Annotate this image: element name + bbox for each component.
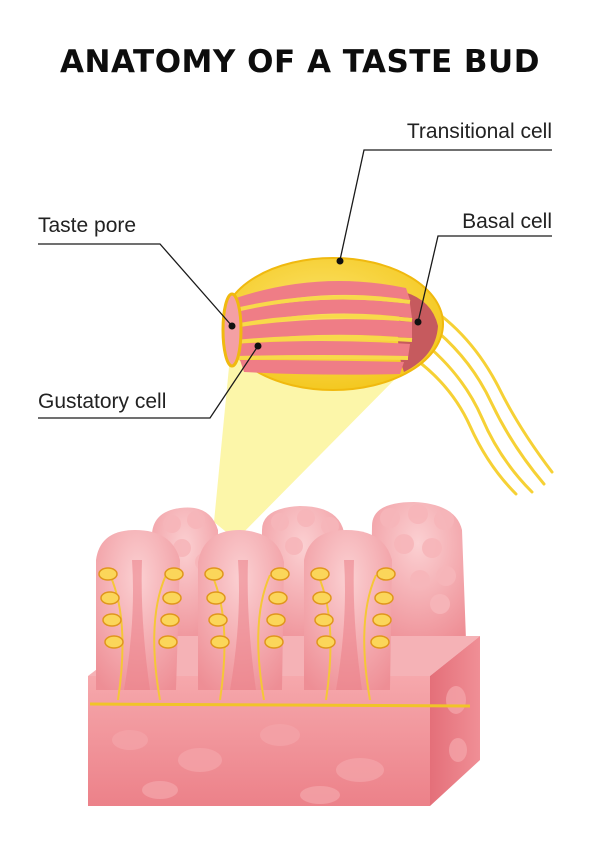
transitional-cell-marker xyxy=(336,257,344,265)
front-papillae xyxy=(96,530,396,701)
nerve-line xyxy=(89,702,471,708)
diagram-title: ANATOMY OF A TASTE BUD xyxy=(60,44,540,80)
label-basal-cell: Basal cell xyxy=(462,210,552,233)
gustatory-cell-marker xyxy=(254,342,262,350)
label-taste-pore: Taste pore xyxy=(38,214,137,237)
label-transitional-cell: Transitional cell xyxy=(406,120,552,143)
nerve-fibers xyxy=(412,298,554,496)
label-gustatory-cell: Gustatory cell xyxy=(38,390,167,413)
tongue-tissue-block xyxy=(88,636,480,806)
small-taste-buds xyxy=(98,567,396,649)
basal-cell-marker xyxy=(414,318,422,326)
gustatory-cells xyxy=(234,280,412,375)
taste-bud-enlarged xyxy=(221,257,554,496)
taste-pore-marker xyxy=(228,322,236,330)
taste-pore xyxy=(221,292,243,368)
leader-lines xyxy=(38,149,552,419)
